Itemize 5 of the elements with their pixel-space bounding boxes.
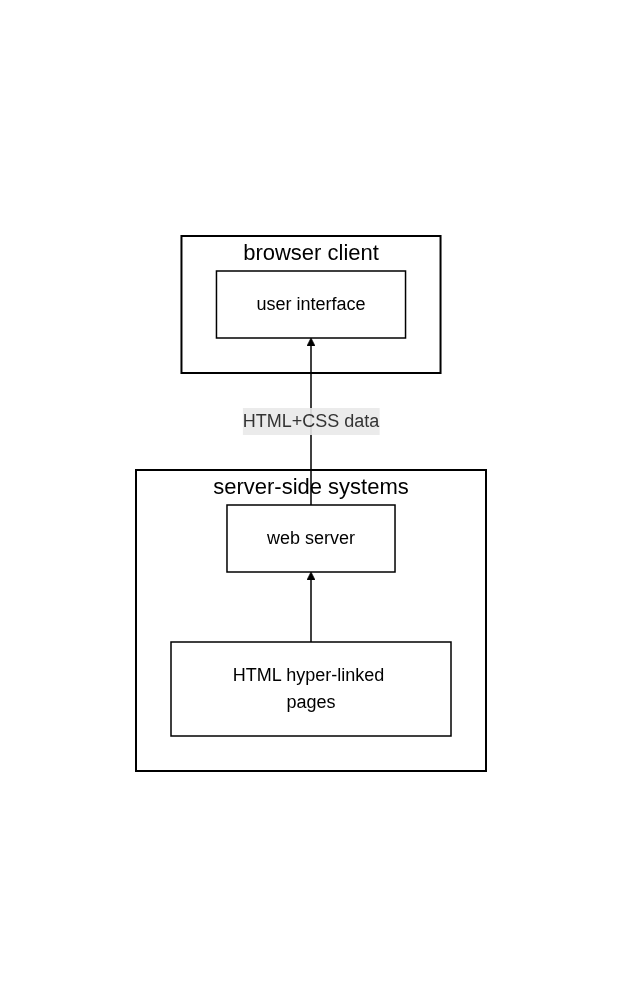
node-box: HTML hyper-linked pages <box>170 640 452 737</box>
edge-label: HTML+CSS data <box>242 410 380 431</box>
node-box: user interface <box>215 269 407 339</box>
node-box: web server <box>226 503 396 573</box>
arrow <box>306 571 316 643</box>
